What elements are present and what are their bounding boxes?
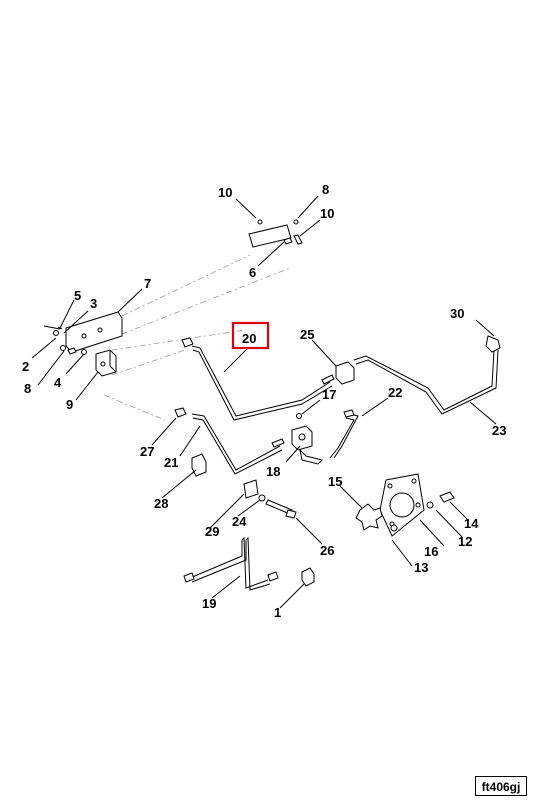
callout-highlight-box [231,321,270,350]
callout-5: 5 [74,288,81,303]
callout-labels: 10 8 10 6 7 5 3 2 8 4 9 20 25 30 22 23 1… [22,182,506,620]
callout-6: 6 [249,265,256,280]
tube-clip [191,453,207,477]
callout-2: 2 [22,359,29,374]
callout-9: 9 [66,397,73,412]
callout-15: 15 [328,474,342,489]
callout-13: 13 [414,560,428,575]
callout-12: 12 [458,534,472,549]
connector-1 [301,567,315,587]
callout-30: 30 [450,306,464,321]
callout-8-upper: 8 [322,182,329,197]
callout-20[interactable]: 20 [242,331,256,346]
brake-tube-21 [174,407,285,475]
callout-29: 29 [205,524,219,539]
callout-18: 18 [266,464,280,479]
callout-3: 3 [90,296,97,311]
callout-14: 14 [464,516,479,531]
union-block [95,349,117,377]
left-mounting-bracket [43,311,123,355]
leader-lines [31,195,497,609]
callout-4: 4 [54,375,62,390]
bleeder-bolt [265,499,297,519]
figure-id-label: ft406gj [475,776,527,796]
callout-10: 10 [218,185,232,200]
callout-22: 22 [388,385,402,400]
callout-1: 1 [274,605,281,620]
callout-27: 27 [140,444,154,459]
callout-26: 26 [320,543,334,558]
callout-8-lower: 8 [24,381,31,396]
parts [43,219,501,591]
callout-19: 19 [202,596,216,611]
callout-28: 28 [154,496,168,511]
callout-25: 25 [300,327,314,342]
upper-bracket-plate [248,219,303,248]
bracket-29 [243,479,259,499]
washer-24 [258,494,266,502]
flange-assembly [355,473,455,537]
callout-24: 24 [232,514,247,529]
brake-tube-23 [335,335,501,415]
callout-16: 16 [424,544,438,559]
callout-7: 7 [144,276,151,291]
brake-tube-22 [329,409,359,459]
tee-fitting [291,413,323,465]
reference-lines [103,254,291,421]
callout-23: 23 [492,423,506,438]
callout-17: 17 [322,387,336,402]
brake-tube-20 [181,337,335,421]
callout-21: 21 [164,455,178,470]
callout-11: 10 [320,206,334,221]
brake-tube-19 [183,536,279,591]
